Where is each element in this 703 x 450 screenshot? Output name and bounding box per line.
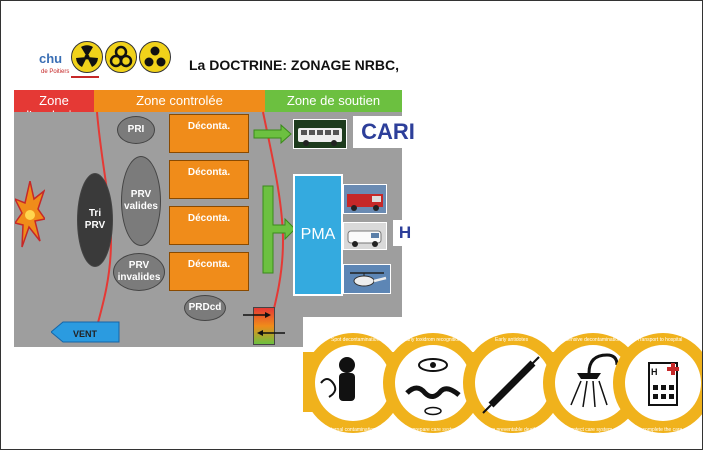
care-circles-panel: H Spot decontamination to limit internal… (303, 317, 702, 449)
page-title: La DOCTRINE: ZONAGE NRBC, (189, 57, 399, 73)
explosion-icon (15, 181, 45, 248)
chu-logo: chu (39, 51, 63, 66)
circle-4-bottom-label: to protect care system (563, 427, 612, 433)
prv-valides-node: PRV valides (121, 156, 161, 246)
vent-arrow-icon (51, 321, 120, 343)
deconta-box-4: Déconta. (169, 252, 249, 291)
circle-3-top-label: Early antidotes (495, 337, 529, 343)
pri-node: PRI (117, 116, 155, 144)
gauge-arrows (243, 312, 285, 336)
circle-4-top-label: Extensive decontamination (561, 337, 621, 343)
helicopter-image (343, 264, 391, 294)
contamination-gauge (253, 307, 275, 345)
prv-invalides-node: PRV invalides (113, 253, 165, 291)
vent-label: VENT (73, 329, 98, 339)
deconta-box-2: Déconta. (169, 160, 249, 199)
circle-5-top-label: Transport to hospital (637, 337, 682, 343)
zone-controlled-header: Zone controlée (94, 90, 265, 112)
circle-1-bottom-label: to limit internal contamination (311, 427, 376, 433)
logo-underline (71, 76, 99, 78)
ambulance-image (343, 222, 387, 250)
hospital-h-label: H (393, 220, 417, 246)
chemical-icon (139, 41, 171, 73)
circle-4 (543, 333, 643, 433)
biohazard-icon (105, 41, 137, 73)
circle-5: H (613, 333, 702, 433)
circle-3 (463, 333, 563, 433)
chu-logo-sub: de Poitiers (41, 69, 70, 75)
tri-prv-node: Tri PRV (77, 173, 113, 267)
bus-image (293, 119, 347, 149)
deconta-box-3: Déconta. (169, 206, 249, 245)
zone-support-header: Zone de soutien (265, 90, 402, 112)
svg-text:H: H (651, 367, 658, 377)
circle-1-top-label: Spot decontamination (331, 337, 380, 343)
circle-2-top-label: Early toxidrom recognition (403, 337, 461, 343)
deconta-box-1: Déconta. (169, 114, 249, 153)
circle-5-bottom-label: to complete the care (637, 427, 683, 433)
circle-1 (303, 333, 403, 433)
circle-2 (383, 333, 483, 433)
radiation-icon (71, 41, 103, 73)
prdcd-node: PRDcd (184, 295, 226, 321)
cari-label: CARI (353, 116, 423, 148)
firetruck-image (343, 184, 387, 214)
circle-3-bottom-label: to save preventable deaths (479, 427, 540, 433)
circle-2-bottom-label: to prepare care system (407, 427, 458, 433)
pma-box: PMA (293, 174, 343, 296)
